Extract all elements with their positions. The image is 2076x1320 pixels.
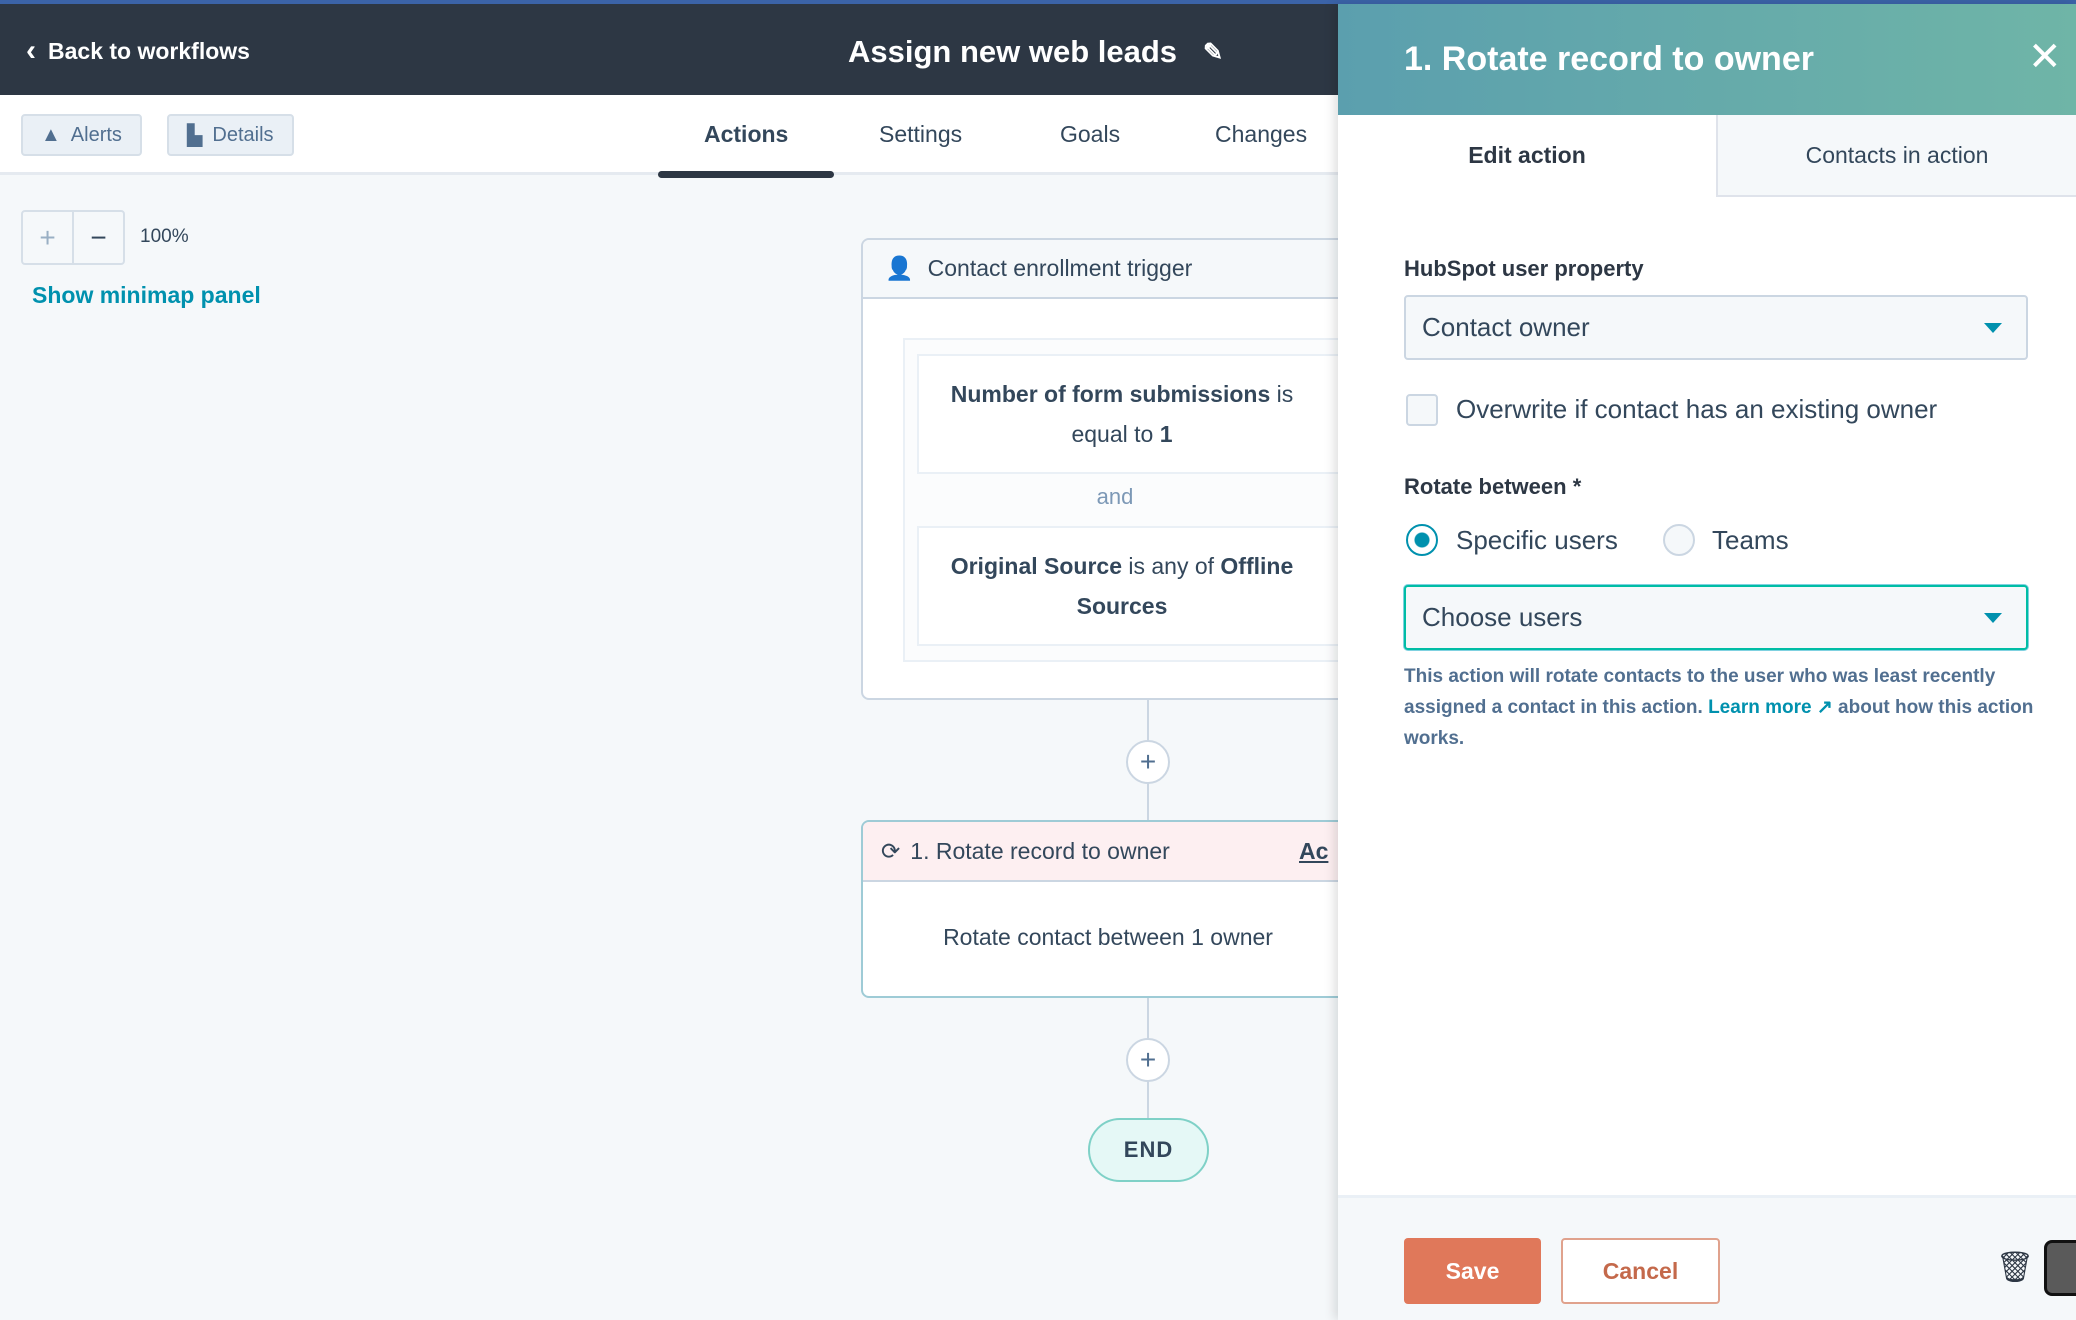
cond2-operator: is any of [1121,553,1221,579]
show-minimap-link[interactable]: Show minimap panel [32,282,261,308]
action-header: ⟳ 1. Rotate record to owner Ac [863,822,1379,882]
overwrite-checkbox[interactable] [1406,394,1438,426]
close-icon[interactable]: ✕ [2028,35,2062,79]
rotate-action-card[interactable]: ⟳ 1. Rotate record to owner Ac Rotate cont… [861,820,1381,998]
help-pre: This action will rotate contacts to the … [1404,666,1996,718]
panel-title: 1. Rotate record to owner [1404,40,1814,78]
edit-action-panel: 1. Rotate record to owner ✕ Edit action … [1338,4,2076,1320]
cond2-property: Original Source [950,553,1122,579]
panel-header: 1. Rotate record to owner ✕ [1338,4,2076,115]
top-accent-line [0,0,2076,4]
radio-teams[interactable] [1663,524,1695,556]
overlay-button[interactable] [2044,1240,2076,1296]
back-to-workflows-link[interactable]: ‹ Back to workflows [26,34,250,68]
workflow-title: Assign new web leads ✎ [848,34,1223,70]
trigger-conditions: Number of form submissions is equal to 1… [903,338,1379,662]
end-node: END [1088,1118,1209,1182]
tab-goals[interactable]: Goals [1060,121,1121,147]
cond1-operator: is equal to [1071,381,1294,447]
users-placeholder: Choose users [1422,602,1583,632]
external-link-icon: ↗ [1811,697,1833,718]
panel-footer: Save Cancel 🗑 [1338,1195,2076,1320]
tab-contacts-in-action[interactable]: Contacts in action [1716,115,2076,197]
teams-label: Teams [1712,525,1789,555]
save-button[interactable]: Save [1404,1238,1541,1304]
back-label: Back to workflows [48,37,250,64]
condition-1[interactable]: Number of form submissions is equal to 1 [917,354,1379,474]
choose-users-select[interactable]: Choose users [1404,585,2028,650]
property-select[interactable]: Contact owner [1404,295,2028,360]
zoom-controls: + − [21,210,125,265]
details-label: Details [212,123,274,146]
rotate-between-label: Rotate between * [1404,474,1582,499]
action-title: 1. Rotate record to owner [910,837,1170,864]
active-tab-underline [658,171,834,178]
overwrite-label: Overwrite if contact has an existing own… [1456,394,1938,424]
radio-specific-users[interactable] [1406,524,1438,556]
condition-2[interactable]: Original Source is any of Offline Source… [917,526,1379,646]
workflow-header: ‹ Back to workflows Assign new web leads ✎ [0,4,1338,95]
tab-actions[interactable]: Actions [704,121,789,147]
details-button[interactable]: ▙ Details [167,114,294,156]
cancel-button[interactable]: Cancel [1561,1238,1720,1304]
zoom-in-button[interactable]: + [39,221,56,253]
add-action-button[interactable]: + [1126,740,1170,784]
cond1-value: 1 [1159,421,1173,447]
action-summary: Rotate contact between 1 owner [943,924,1273,950]
and-label: and [1096,484,1134,509]
thumb-icon: ▙ [187,124,203,147]
tab-settings[interactable]: Settings [879,121,963,147]
rotate-owner-icon: ⟳ [881,837,901,864]
alerts-button[interactable]: ▲ Alerts [21,114,142,156]
help-post: about how this action works. [1404,697,2034,749]
trash-icon[interactable]: 🗑 [1996,1251,2035,1284]
specific-users-label: Specific users [1456,525,1618,555]
pencil-icon[interactable]: ✎ [1203,38,1224,66]
warning-icon: ▲ [41,123,61,146]
cond1-property: Number of form submissions [950,381,1271,407]
cond2-value: Offline Sources [1076,553,1294,619]
property-label: HubSpot user property [1404,256,1644,281]
zoom-level: 100% [140,226,189,247]
person-icon: 👤 [885,255,914,281]
tab-changes[interactable]: Changes [1215,121,1308,147]
action-menu-link[interactable]: Ac [1299,837,1329,864]
tabs-bar: ▲Alerts ▙Details Actions Settings Goals … [0,95,1338,175]
chevron-left-icon: ‹ [26,34,36,67]
add-action-button[interactable]: + [1126,1038,1170,1082]
trigger-header: 👤 Contact enrollment trigger [863,240,1379,299]
help-text: This action will rotate contacts to the … [1404,661,2044,754]
tab-edit-action[interactable]: Edit action [1468,141,1586,168]
enrollment-trigger-card[interactable]: 👤 Contact enrollment trigger Number of fo… [861,238,1381,700]
property-value: Contact owner [1422,312,1590,342]
caret-down-icon [1984,613,2002,623]
caret-down-icon [1984,323,2002,333]
title-text: Assign new web leads [848,34,1178,69]
trigger-title: Contact enrollment trigger [927,255,1193,281]
zoom-out-button[interactable]: − [72,212,123,263]
alerts-label: Alerts [70,123,122,146]
learn-more-link[interactable]: Learn more [1708,697,1812,718]
